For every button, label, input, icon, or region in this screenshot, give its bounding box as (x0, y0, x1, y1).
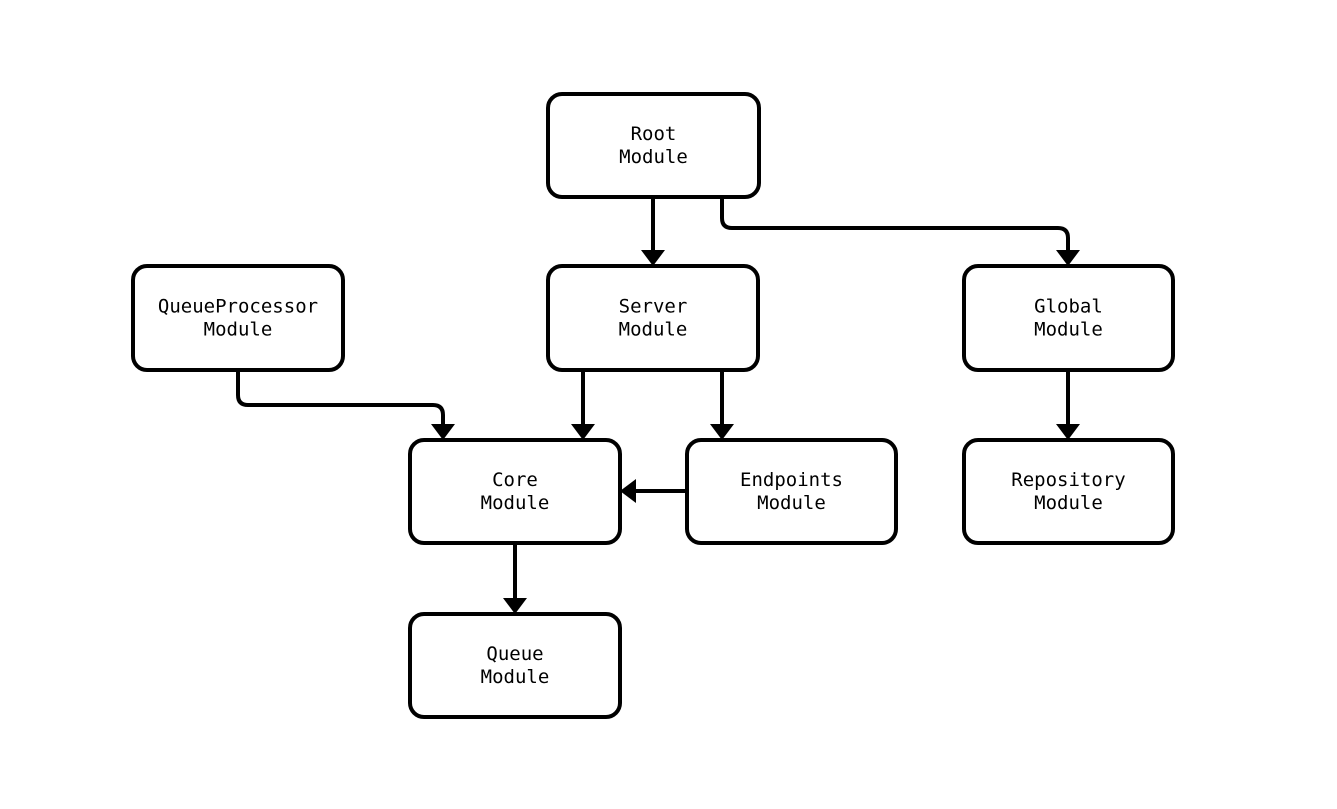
arrowhead-icon (571, 424, 595, 440)
arrowhead-icon (431, 424, 455, 440)
node-box[interactable] (962, 438, 1175, 545)
node-box[interactable] (546, 264, 760, 372)
edge-root-to-server (641, 197, 665, 266)
edge-server-to-core (571, 370, 595, 440)
edge-queueprocessor-to-core (236, 370, 455, 440)
node-label-kind: Module (757, 492, 826, 514)
edge-endpoints-to-core (620, 479, 687, 503)
node-label-name: QueueProcessor (158, 296, 318, 318)
edge-line (720, 197, 1070, 258)
edge-root-to-global (720, 197, 1080, 266)
node-label-kind: Module (1034, 319, 1103, 341)
node-label-name: Server (619, 296, 688, 318)
edge-server-to-endpoints (710, 370, 734, 440)
node-box[interactable] (546, 92, 761, 199)
node-label-kind: Module (619, 146, 688, 168)
node-box[interactable] (408, 438, 622, 545)
node-box[interactable] (962, 264, 1175, 372)
node-label-kind: Module (481, 666, 550, 688)
arrowhead-icon (1056, 250, 1080, 266)
node-label-name: Endpoints (740, 469, 843, 491)
node-box[interactable] (685, 438, 898, 545)
node-label-name: Global (1034, 296, 1103, 318)
node-label-kind: Module (204, 319, 273, 341)
edges-layer (236, 197, 1080, 614)
node-box[interactable] (408, 612, 622, 719)
edge-line (236, 370, 445, 432)
arrowhead-icon (503, 598, 527, 614)
node-label-name: Root (631, 123, 677, 145)
nodes-layer: RootModuleQueueProcessorModuleServerModu… (131, 92, 1175, 719)
arrowhead-icon (620, 479, 636, 503)
arrowhead-icon (641, 250, 665, 266)
arrowhead-icon (710, 424, 734, 440)
node-box[interactable] (131, 264, 345, 372)
arrowhead-icon (1056, 424, 1080, 440)
node-label-kind: Module (1034, 492, 1103, 514)
node-label-name: Queue (486, 643, 543, 665)
edge-global-to-repository (1056, 370, 1080, 440)
node-label-kind: Module (481, 492, 550, 514)
node-label-name: Core (492, 469, 538, 491)
node-label-name: Repository (1011, 469, 1125, 491)
edge-core-to-queue (503, 543, 527, 614)
node-label-kind: Module (619, 319, 688, 341)
